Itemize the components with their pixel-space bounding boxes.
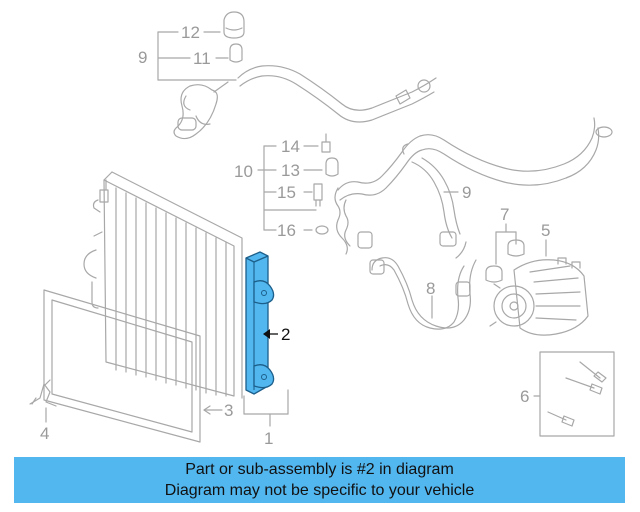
panel-part-3 [43, 289, 223, 443]
callout-bracket-7 [485, 223, 525, 283]
callout-bracket-10 [257, 145, 323, 231]
callout-15: 15 [277, 183, 296, 202]
callout-5: 5 [541, 221, 550, 240]
callout-11: 11 [193, 49, 211, 68]
callout-13: 13 [281, 161, 300, 180]
callout-14: 14 [281, 137, 300, 156]
bracket-part-4 [29, 379, 57, 423]
banner-line-1: Part or sub-assembly is #2 in diagram [185, 461, 454, 478]
callout-4: 4 [40, 424, 49, 443]
condenser-part-1 [83, 171, 243, 399]
cap-part-12 [223, 11, 245, 39]
receiver-drier-part-2-highlighted [245, 251, 278, 395]
bolts-box-part-6 [533, 351, 615, 437]
cap-part-11 [229, 43, 243, 63]
valve-part-15 [313, 183, 323, 207]
callout-1: 1 [264, 429, 273, 448]
callout-2: 2 [281, 325, 290, 344]
callout-8: 8 [426, 279, 435, 298]
ac-compressor-part-5 [489, 239, 589, 336]
callout-12: 12 [181, 23, 200, 42]
banner-line-2: Diagram may not be specific to your vehi… [164, 482, 475, 499]
callout-9-top: 9 [138, 48, 147, 67]
oring-part-16 [315, 225, 329, 235]
callout-3: 3 [224, 401, 233, 420]
callout-9-middle: 9 [462, 183, 471, 202]
ac-line-lower-part-8 [369, 241, 477, 330]
ac-line-upper [173, 65, 437, 140]
info-banner: Part or sub-assembly is #2 in diagram Di… [14, 457, 625, 503]
callout-16: 16 [277, 221, 296, 240]
callout-bracket-9-top [157, 31, 237, 81]
sensor-part-14 [321, 133, 331, 153]
cap-part-13 [325, 157, 339, 177]
callout-7: 7 [500, 205, 509, 224]
callout-6: 6 [520, 387, 529, 406]
callout-10: 10 [234, 162, 253, 181]
ac-line-middle [334, 117, 613, 255]
callout-bracket-1 [243, 389, 289, 427]
